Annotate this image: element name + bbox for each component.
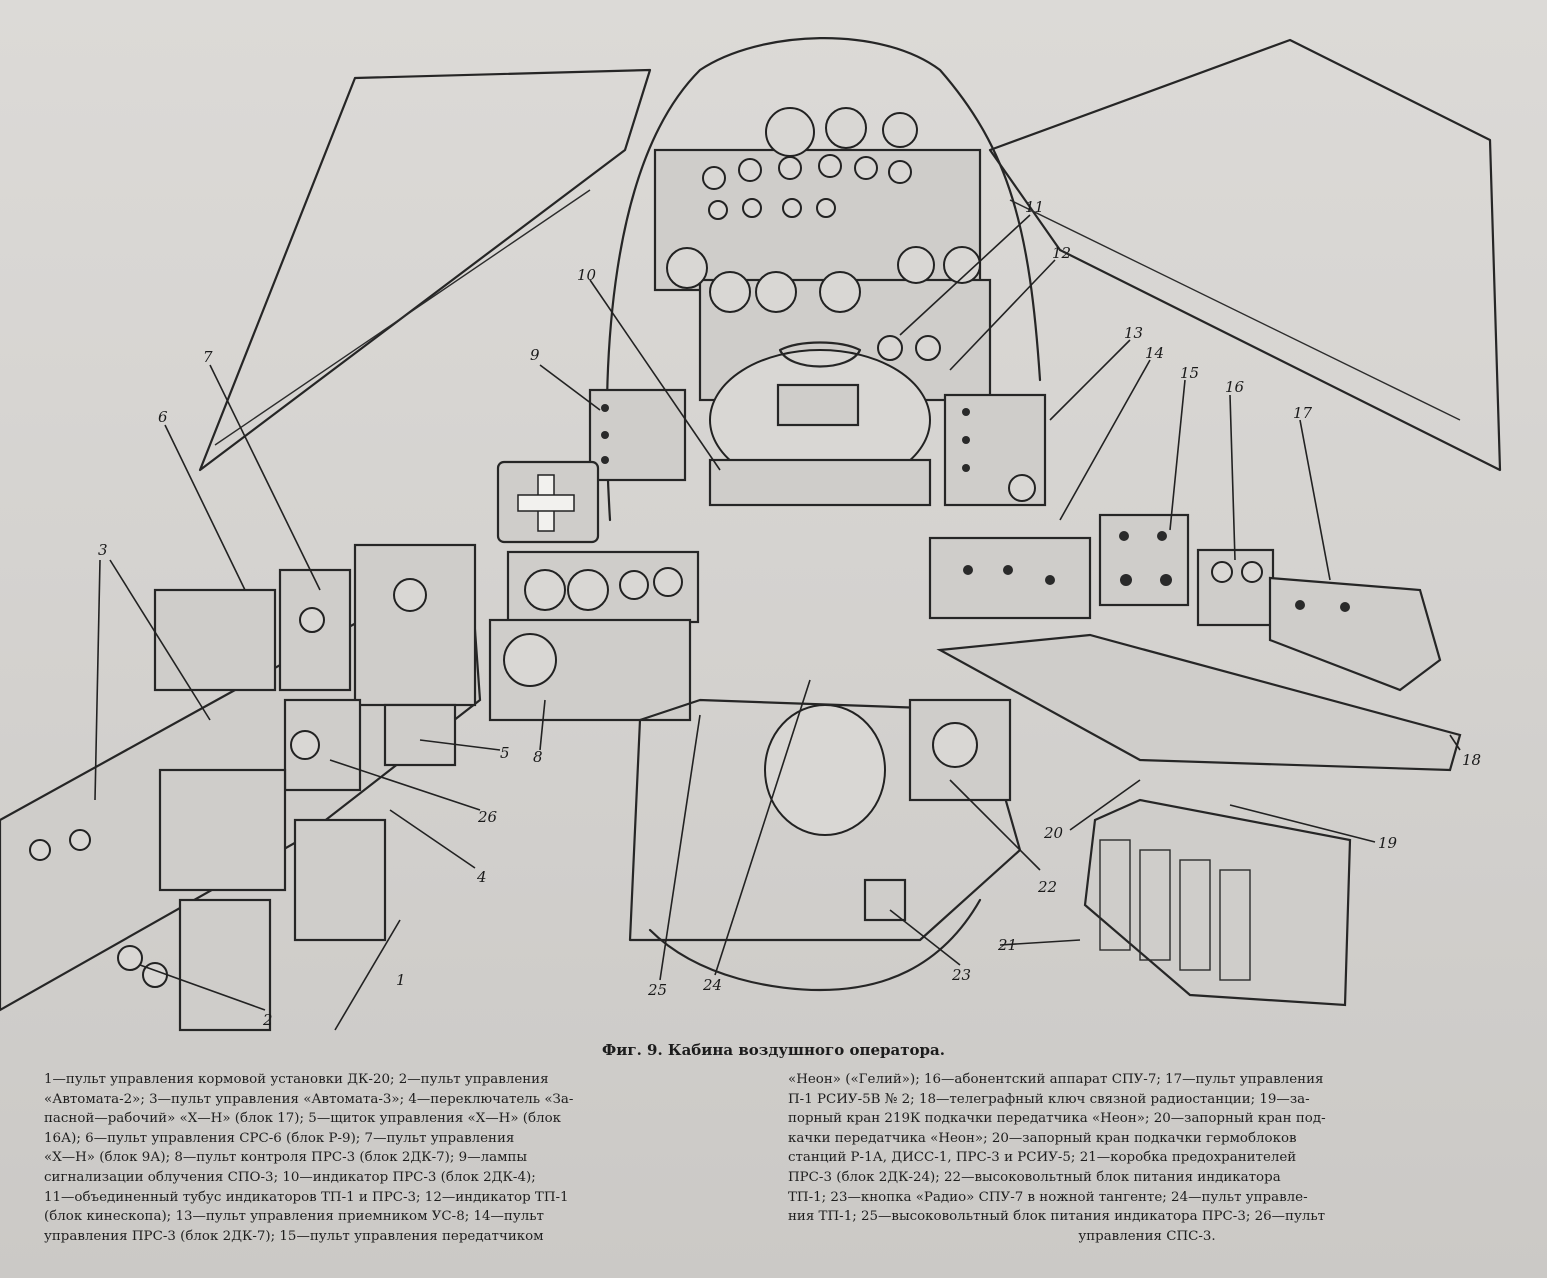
- panel-14: [928, 536, 1092, 620]
- callout-lines: [94, 214, 1461, 1031]
- callout-6: 6: [158, 408, 168, 426]
- windshield-left: [198, 68, 652, 472]
- callout-18: 18: [1462, 751, 1481, 769]
- figure-caption: Фиг. 9. Кабина воздушного оператора.: [602, 1041, 945, 1059]
- panel-16: [1196, 548, 1275, 627]
- legend-line: (блок кинескопа); 13—пульт управления пр…: [44, 1209, 544, 1225]
- legend-line: управления СПС-3.: [1078, 1228, 1216, 1244]
- callout-7: 7: [203, 348, 213, 366]
- cockpit-drawing: 1 2 3 4 5 6 7 8 9 10 11 12 13 14 15 16 1…: [0, 37, 1502, 1032]
- top-gauges: [666, 107, 981, 361]
- legend-line: П-1 РСИУ-5В № 2; 18—телеграфный ключ свя…: [788, 1091, 1310, 1107]
- panel-15: [1098, 513, 1190, 607]
- callout-1: 1: [396, 971, 406, 989]
- desk-table: [936, 633, 1462, 772]
- callout-15: 15: [1180, 364, 1199, 382]
- legend-line: 16А); 6—пульт управления СРС-6 (блок Р-9…: [44, 1130, 515, 1146]
- callout-11: 11: [1025, 198, 1044, 216]
- legend-line: станций Р-1А, ДИСС-1, ПРС-3 и РСИУ-5; 21…: [788, 1150, 1297, 1166]
- callout-19: 19: [1378, 834, 1398, 852]
- callout-23: 23: [951, 966, 971, 984]
- legend-line: «Автомата-2»; 3—пульт управления «Автома…: [44, 1091, 574, 1107]
- legend-line: порный кран 219К подкачки передатчика «Н…: [788, 1111, 1326, 1127]
- legend-line: сигнализации облучения СПО-3; 10—индикат…: [44, 1169, 536, 1185]
- callout-21: 21: [997, 936, 1017, 954]
- central-indicator: [708, 341, 932, 507]
- callout-3: 3: [98, 541, 108, 559]
- callout-9: 9: [530, 346, 540, 364]
- callout-5: 5: [500, 744, 510, 762]
- legend-line: «Неон» («Гелий»); 16—абонентский аппарат…: [788, 1072, 1324, 1087]
- first-aid-box: [496, 460, 600, 544]
- callout-25: 25: [647, 981, 667, 999]
- callout-12: 12: [1052, 244, 1071, 262]
- left-console: [0, 543, 482, 1032]
- legend-line: ПРС-3 (блок 2ДК-24); 22—высоковольтный б…: [788, 1169, 1281, 1185]
- legend-line: «Х—Н» (блок 9А); 8—пульт контроля ПРС-3 …: [44, 1150, 528, 1166]
- callout-8: 8: [533, 748, 543, 766]
- floor-column: [628, 698, 1022, 992]
- callout-26: 26: [477, 808, 498, 826]
- legend-right-column: «Неон» («Гелий»); 16—абонентский аппарат…: [788, 1070, 1506, 1246]
- panel-9: [588, 388, 687, 482]
- fuse-box-21: [1083, 798, 1352, 1007]
- legend-line: 11—объединенный тубус индикаторов ТП-1 и…: [44, 1189, 569, 1205]
- legend-line: управления ПРС-3 (блок 2ДК-7); 15—пульт …: [44, 1228, 544, 1244]
- callout-24: 24: [702, 976, 722, 994]
- callout-10: 10: [577, 266, 597, 284]
- callout-22: 22: [1037, 878, 1057, 896]
- callout-13: 13: [1124, 324, 1143, 342]
- callout-labels: 1 2 3 4 5 6 7 8 9 10 11 12 13 14 15 16 1…: [98, 198, 1481, 1029]
- legend-left-column: 1—пульт управления кормовой установки ДК…: [44, 1070, 756, 1246]
- windshield-right: [988, 38, 1502, 472]
- callout-14: 14: [1145, 344, 1164, 362]
- panel-17: [1268, 576, 1442, 692]
- callout-2: 2: [262, 1011, 273, 1029]
- panel-8: [488, 550, 700, 722]
- callout-16: 16: [1225, 378, 1245, 396]
- legend-line: ТП-1; 23—кнопка «Радио» СПУ-7 в ножной т…: [788, 1189, 1308, 1205]
- panel-13: [943, 393, 1047, 507]
- legend-line: ния ТП-1; 25—высоковольтный блок питания…: [788, 1209, 1326, 1225]
- callout-17: 17: [1293, 404, 1313, 422]
- legend-line: 1—пульт управления кормовой установки ДК…: [44, 1072, 549, 1087]
- legend-line: пасной—рабочий» «Х—Н» (блок 17); 5—щиток…: [44, 1111, 562, 1127]
- callout-20: 20: [1043, 824, 1064, 842]
- callout-4: 4: [476, 868, 487, 886]
- legend-line: качки передатчика «Неон»; 20—запорный кр…: [788, 1130, 1297, 1146]
